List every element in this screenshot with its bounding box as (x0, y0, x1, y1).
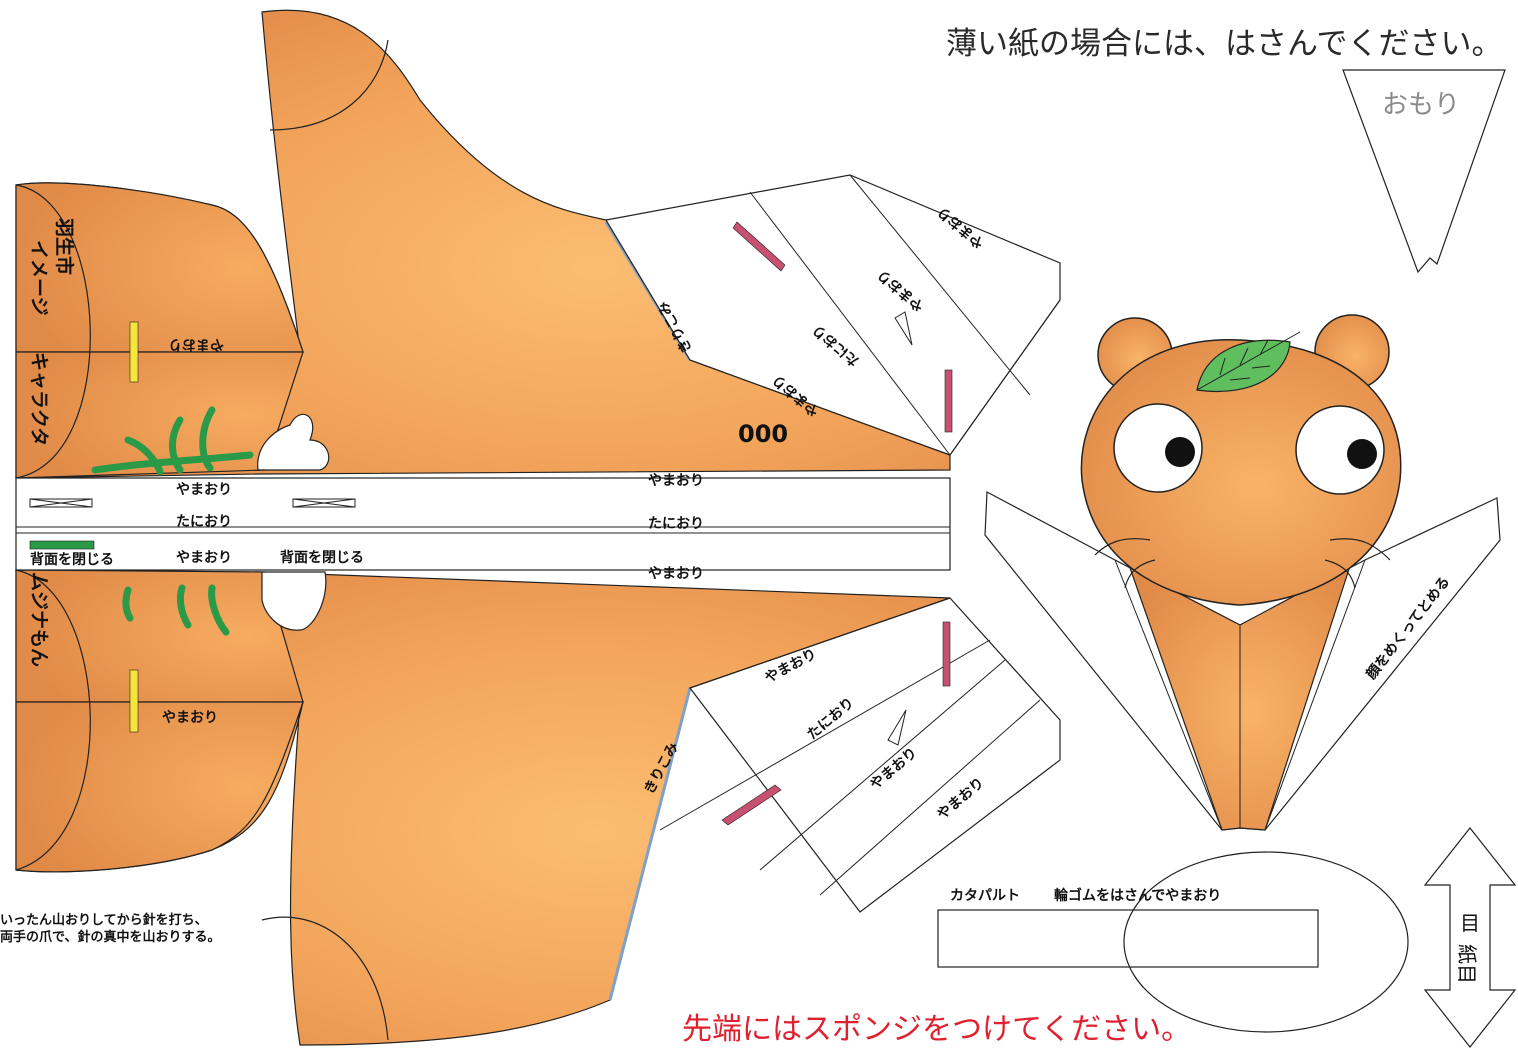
upper-tail-panel (15, 182, 304, 353)
needle-instruction: いったん山おりしてから針を打ち、 両手の爪で、針の真中を山おりする。 (0, 912, 220, 946)
fold-label-mountain-2: やまおり (176, 550, 232, 566)
catapult-strip (937, 909, 1319, 968)
lower-tail-panel (15, 569, 304, 703)
grain-label-1: 目 (1460, 911, 1480, 935)
fuselage-strip (15, 477, 951, 571)
marker-green (29, 540, 95, 550)
close-back-label-2: 背面を閉じる (280, 549, 364, 566)
fold-label-mountain-4: やまおり (648, 566, 704, 582)
fold-line (1114, 559, 1223, 831)
fold-line (689, 597, 951, 689)
rubber-band-loop (1123, 851, 1409, 1033)
fold-line (849, 174, 1031, 396)
character-name-line1: 羽生市 (53, 218, 76, 275)
fold-label-mountain-1: やまおり (176, 482, 232, 498)
weight-tab-label: おもり (1382, 90, 1460, 120)
close-back-label-1: 背面を閉じる (30, 551, 114, 568)
fold-line (659, 639, 991, 831)
character-name-line2: イメージ (28, 240, 50, 316)
right-pupil (1347, 439, 1377, 469)
lower-tail-panel-low (15, 701, 304, 873)
fold-label-valley-2: たにおり (648, 516, 704, 532)
grain-label: 紙目 (1455, 944, 1479, 984)
green-whiskers-bottom (122, 584, 230, 636)
right-eye (1295, 405, 1385, 495)
fold-line (1264, 559, 1366, 831)
part-number: 000 (738, 420, 788, 448)
leaf-icon (1196, 339, 1291, 392)
white-hand-top (257, 413, 330, 471)
catapult-instruction: 輪ゴムをはさんでやまおり (1054, 887, 1221, 904)
sponge-tip-note: 先端にはスポンジをつけてください。 (682, 1012, 1192, 1047)
green-whiskers-top (91, 406, 254, 476)
fold-line (749, 191, 951, 456)
whiskers (1094, 538, 1391, 589)
character-name-line4: ムジナもん (28, 572, 50, 667)
needle-instruction-line2: 両手の爪で、針の真中を山おりする。 (0, 930, 221, 945)
tail-curve-bottom (15, 569, 91, 871)
grain-arrow-icon (1423, 827, 1517, 1048)
fold-label-mountain-3: やまおり (648, 473, 704, 489)
fold-line (759, 659, 1006, 871)
marker-yellow (129, 321, 139, 733)
cut-edge-bottom (608, 687, 692, 1001)
tail-curve-top (15, 184, 91, 479)
character-name-line3: キャラクタ (28, 352, 50, 446)
notch-marker (894, 311, 913, 346)
fold-label-tail-top: やまおり (168, 336, 224, 352)
fold-label-valley-1: たにおり (176, 514, 232, 530)
fold-line (949, 299, 1061, 456)
wingtip-curve-bottom (261, 916, 389, 1041)
character-name-vertical: 羽生市 イメージ キャラクタ ムジナもん (28, 218, 76, 667)
left-pupil (1165, 437, 1195, 467)
thin-paper-note: 薄い紙の場合には、はさんでください。 (946, 26, 1503, 62)
notch-marker (887, 709, 907, 746)
left-eye (1113, 403, 1203, 493)
needle-instruction-line1: いったん山おりしてから針を打ち、 (0, 913, 208, 928)
catapult-title: カタパルト (950, 888, 1020, 904)
leaf-vein (1196, 331, 1301, 391)
weight-tab (1342, 69, 1506, 274)
fold-line (819, 699, 1041, 896)
wingtip-curve-top (269, 39, 389, 131)
fold-label-tail-bottom: やまおり (162, 710, 218, 726)
white-hand-bottom (261, 571, 327, 631)
